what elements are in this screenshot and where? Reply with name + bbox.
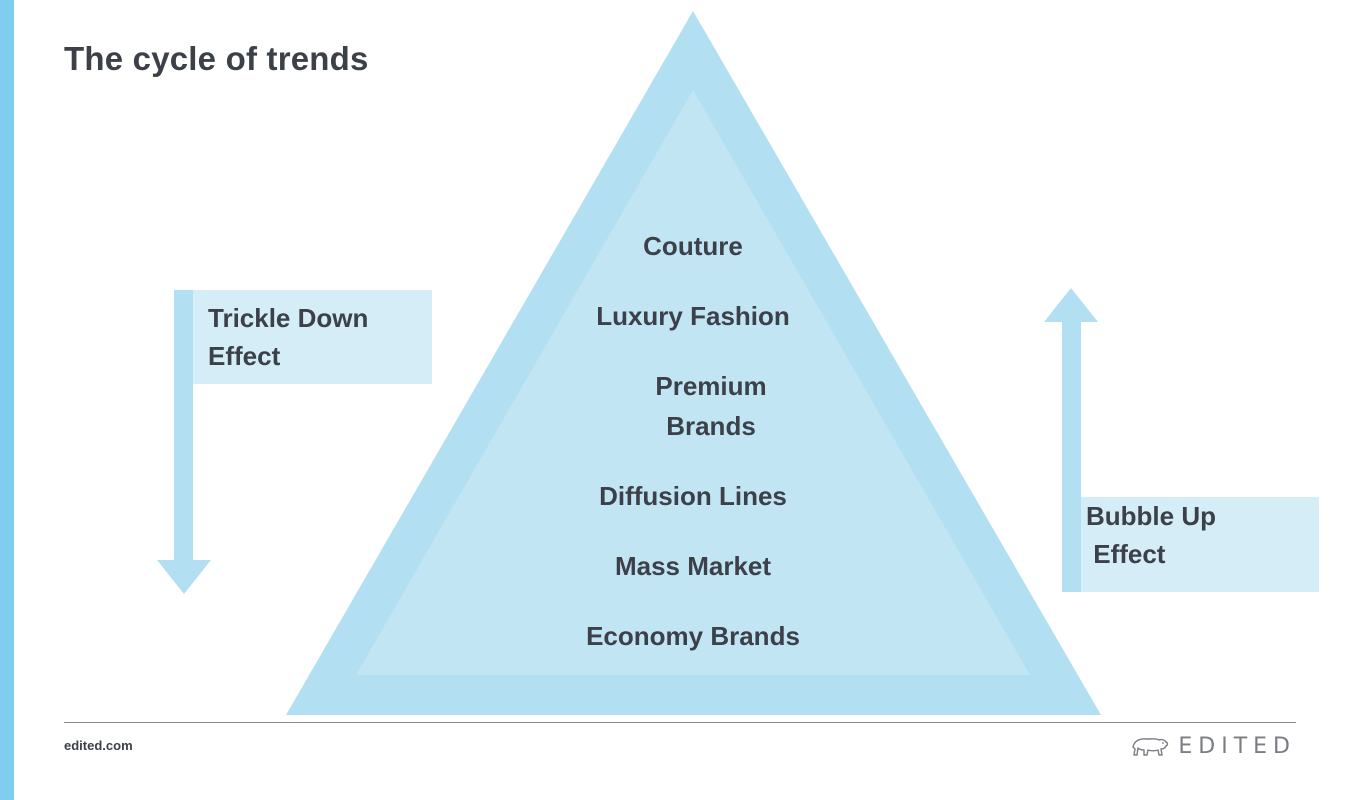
footer-url: edited.com (64, 738, 133, 753)
footer-divider (64, 722, 1296, 723)
bubble-up-arrow (1044, 288, 1098, 592)
trickle-down-arrow (157, 290, 211, 594)
left-accent-bar (0, 0, 14, 800)
trickle-down-box (193, 290, 432, 384)
tier-label-diffusion-lines: Diffusion Lines (599, 481, 787, 511)
polar-bear-icon (1132, 738, 1169, 756)
brand-name: EDITED (1178, 733, 1296, 759)
pyramid-inner (356, 90, 1030, 675)
tier-label-premium-brands: Premium Brands (655, 371, 767, 441)
page-title: The cycle of trends (64, 40, 369, 77)
tier-label-couture: Couture (643, 231, 743, 261)
tier-label-economy-brands: Economy Brands (586, 621, 800, 651)
brand-logo: EDITED (1130, 733, 1296, 759)
tier-label-mass-market: Mass Market (614, 551, 772, 581)
bubble-up-label: Bubble Up Effect (1086, 501, 1216, 569)
trickle-down-label: Trickle Down Effect (208, 303, 369, 371)
tier-label-luxury-fashion: Luxury Fashion (596, 301, 790, 331)
bubble-up-box (1081, 497, 1319, 592)
